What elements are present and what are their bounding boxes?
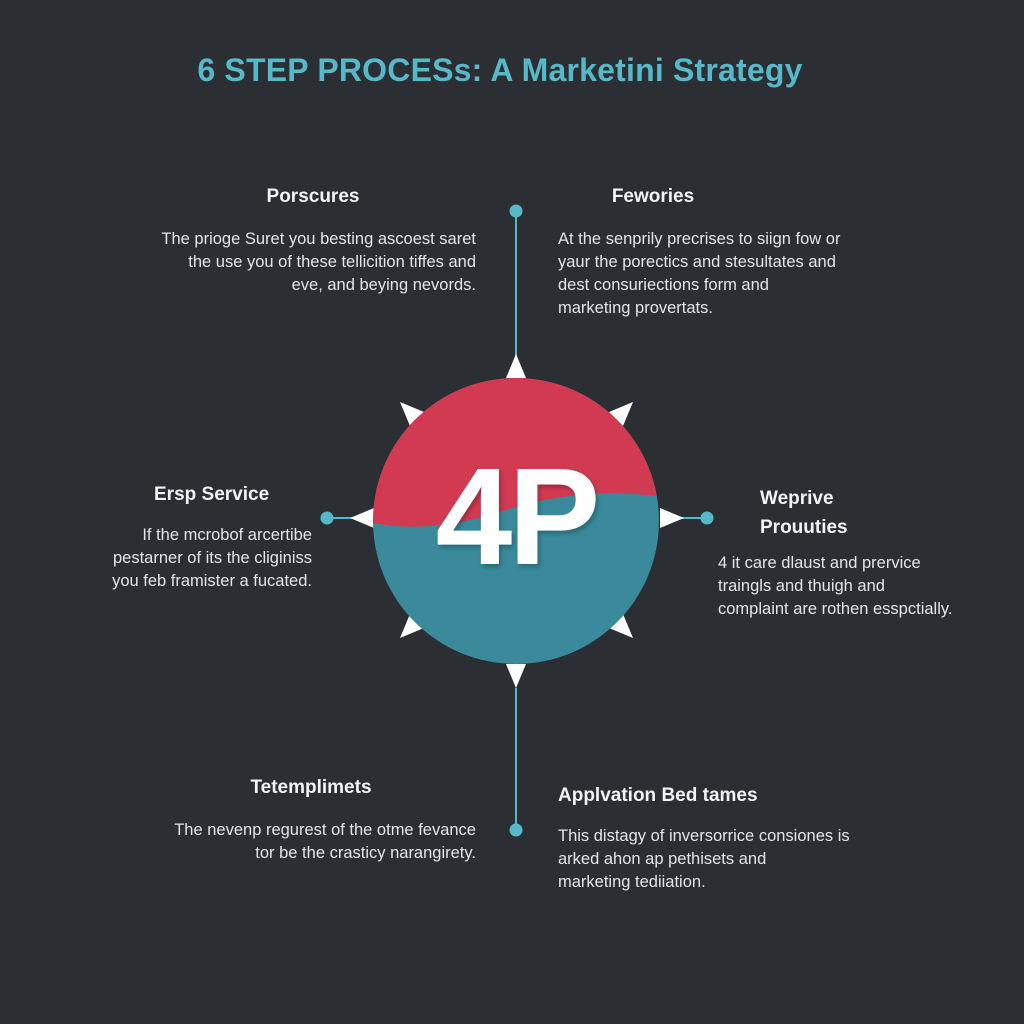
step-line: eve, and beying nevords. <box>291 276 476 294</box>
step-line: the use you of these tellicition tiffes … <box>188 253 476 271</box>
step-heading-line: Prouuties <box>760 517 848 538</box>
step-line: yaur the porectics and stesultates and <box>558 253 836 271</box>
step-line: complaint are rothen esspctially. <box>718 600 953 618</box>
step-line: dest consuriections form and <box>558 276 769 294</box>
step-block-top-right: Fewories At the senprily precrises to si… <box>558 186 868 320</box>
step-line: At the senprily precrises to siign fow o… <box>558 230 841 248</box>
step-heading: Weprive Prouuties <box>718 484 988 542</box>
step-description: At the senprily precrises to siign fow o… <box>558 228 868 320</box>
pointer-bottom-right <box>609 614 633 638</box>
diagram-title: 6 STEP PROCESs: A Marketini Strategy <box>197 52 803 88</box>
step-line: you feb framister a fucated. <box>112 572 312 590</box>
step-line: If the mcrobof arcertibe <box>142 526 312 544</box>
step-line: pestarner of its the cliginiss <box>112 549 312 567</box>
step-line: tor be the crasticy narangirety. <box>255 844 476 862</box>
pointer-top-left <box>400 402 424 426</box>
pointer-left <box>350 508 374 528</box>
step-heading: Fewories <box>611 186 695 207</box>
pointer-top <box>506 354 526 378</box>
step-heading: Tetemplimets <box>250 777 372 798</box>
step-heading: Porscures <box>266 186 360 207</box>
step-description: The prioge Suret you besting ascoest sar… <box>150 228 476 297</box>
step-line: This distagy of inversorrice consiones i… <box>558 827 850 845</box>
connector-dot-bottom <box>509 823 523 837</box>
step-description: This distagy of inversorrice consiones i… <box>558 825 888 894</box>
step-block-bottom-right: Applvation Bed tames This distagy of inv… <box>558 785 888 894</box>
step-line: marketing provertats. <box>558 299 713 317</box>
step-line: The nevenp regurest of the otme fevance <box>174 821 476 839</box>
step-block-right: Weprive Prouuties 4 it care dlaust and p… <box>718 484 988 621</box>
step-line: arked ahon ap pethisets and <box>558 850 767 868</box>
step-description: 4 it care dlaust and prervice traingls a… <box>718 552 988 621</box>
step-heading: Applvation Bed tames <box>558 785 758 806</box>
pointer-top-right <box>609 402 633 426</box>
connector-dot-right <box>700 511 714 525</box>
step-line: traingls and thuigh and <box>718 577 885 595</box>
pointer-right <box>660 508 684 528</box>
step-description: The nevenp regurest of the otme fevance … <box>146 819 476 865</box>
step-block-bottom-left: Tetemplimets The nevenp regurest of the … <box>146 777 476 865</box>
connector-dot-top <box>509 204 523 218</box>
pointer-bottom-left <box>400 614 424 638</box>
step-line: The prioge Suret you besting ascoest sar… <box>161 230 476 248</box>
step-block-top-left: Porscures The prioge Suret you besting a… <box>150 186 476 297</box>
step-heading-line: Weprive <box>760 488 834 509</box>
pointer-bottom <box>506 664 526 688</box>
step-line: 4 it care dlaust and prervice <box>718 554 921 572</box>
step-line: marketing tediiation. <box>558 873 706 891</box>
center-label-4p: 4P <box>435 440 601 594</box>
connector-dot-left <box>320 511 334 525</box>
step-block-left: Ersp Service If the mcrobof arcertibe pe… <box>90 484 312 593</box>
step-heading: Ersp Service <box>154 484 270 505</box>
step-description: If the mcrobof arcertibe pestarner of it… <box>90 524 312 593</box>
